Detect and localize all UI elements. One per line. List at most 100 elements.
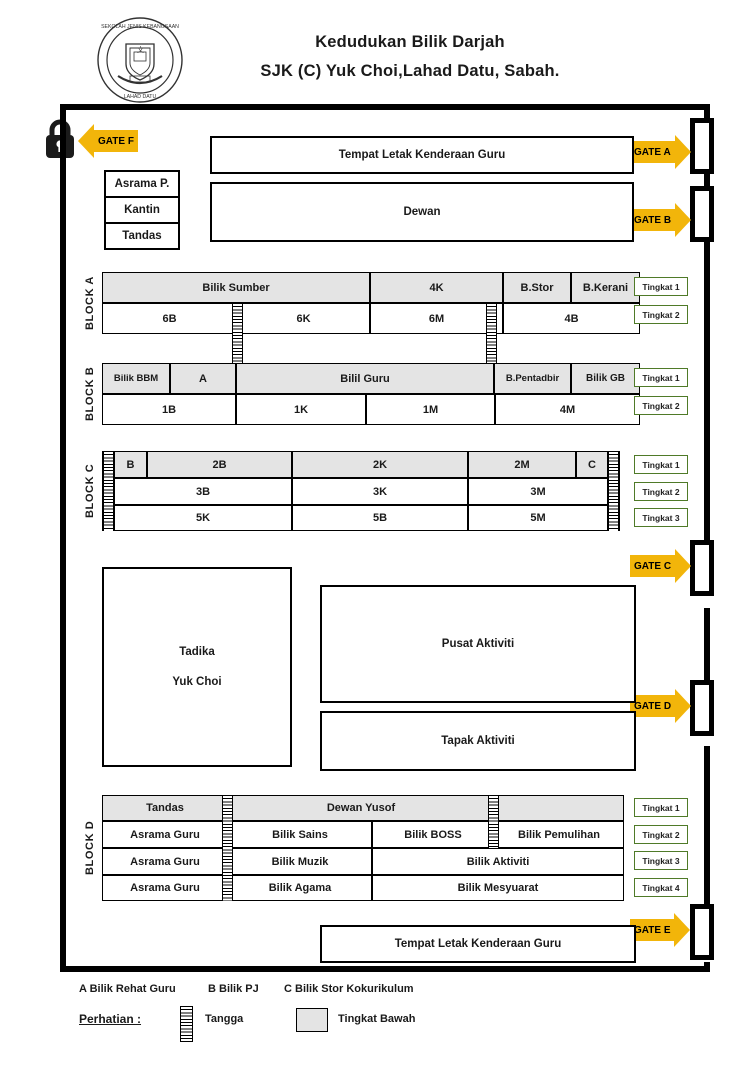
gate-d-label: GATE D [630,695,676,717]
block-d-tingkat-1: Tingkat 1 [634,798,688,817]
gate-c[interactable]: GATE C [630,549,692,583]
block-d-tingkat-4: Tingkat 4 [634,878,688,897]
cell-label: 2M [514,458,530,471]
block-c-r3-c3: 5M [468,505,608,531]
dewan-hall: Dewan [210,182,634,242]
boundary-wall-right-4 [704,608,710,682]
cell-label: 1B [161,403,177,416]
block-b-r2-c1: 1B [102,394,236,425]
gate-b[interactable]: GATE B [630,203,692,237]
block-d-tingkat-3: Tingkat 3 [634,851,688,870]
cell-label: A [199,372,207,385]
block-a-side-label: BLOCK A [84,276,96,330]
cell-label: Asrama Guru [130,882,200,894]
block-c-tingkat-1: Tingkat 1 [634,455,688,474]
block-b-r2-c2: 1K [236,394,366,425]
cell-label: Bilik Mesyuarat [457,882,539,894]
block-c-r2-c1: 3B [114,478,292,505]
block-c-r2-c3: 3M [468,478,608,505]
cell-label: Tandas [146,802,184,814]
boundary-wall-left [60,104,66,972]
tangga-a2 [486,303,497,366]
block-d-r2-c1: Asrama Guru [102,821,228,848]
gate-b-arrow-icon [675,203,692,237]
gate-f[interactable]: GATE F [78,124,138,158]
gate-opening-b [690,186,714,242]
cell-label: Bilik BOSS [404,828,462,841]
tadika-label-line2: Yuk Choi [172,676,222,688]
boundary-wall-bottom [60,966,710,972]
parking-bottom-label: Tempat Letak Kenderaan Guru [394,937,562,950]
block-a-tingkat-1: Tingkat 1 [634,277,688,296]
cell-label: Bilik Muzik [271,855,329,868]
parking-top-label: Tempat Letak Kenderaan Guru [338,148,506,161]
cell-label: 3B [195,485,211,498]
cell-label: Bilik Agama [268,882,332,894]
block-a-r2-c3: 6M [370,303,503,334]
block-a-r2-c1: 6B [102,303,237,334]
gate-opening-c [690,540,714,596]
dewan-label: Dewan [403,205,441,218]
legend-tingkat-bawah-label: Tingkat Bawah [338,1013,416,1025]
tapak-aktiviti-label: Tapak Aktiviti [441,734,515,747]
cell-label: Bilik Aktiviti [466,855,530,868]
block-d-r1-c1: Tandas [102,795,228,821]
cell-label: Bilil Guru [340,372,390,385]
tadika-building: Tadika Yuk Choi [102,567,292,767]
legend-abbrev-c: C Bilik Stor Kokurikulum [284,983,414,995]
block-d-side-label: BLOCK D [84,820,96,876]
pusat-aktiviti: Pusat Aktiviti [320,585,636,703]
block-b-side-label: BLOCK B [84,366,96,422]
gate-a-arrow-icon [674,135,691,169]
gate-opening-d [690,680,714,736]
gate-c-arrow-icon [675,549,692,583]
cell-label: 5M [530,512,546,524]
tingkat-label: Tingkat 1 [642,802,680,813]
block-b-r1-c5: Bilik GB [571,363,640,394]
gate-c-label: GATE C [630,555,676,577]
svg-text:SEKOLAH JENIS KEBANGSAAN: SEKOLAH JENIS KEBANGSAAN [101,24,179,30]
gate-e[interactable]: GATE E [630,913,691,947]
block-b-r1-c3: Bilil Guru [236,363,494,394]
block-b-r2-c3: 1M [366,394,495,425]
block-c-r1-c2: 2B [147,451,292,478]
block-d-r1-c3 [494,795,624,821]
block-c-side-label: BLOCK C [84,463,96,519]
gate-a[interactable]: GATE A [630,135,691,169]
block-b-tingkat-2: Tingkat 2 [634,396,688,415]
cell-label: 2K [372,458,388,471]
boundary-wall-right-1 [704,104,710,120]
asrama-p-label: Asrama P. [114,177,170,190]
tingkat-label: Tingkat 4 [642,882,680,893]
cell-label: 3M [530,485,546,498]
cell-label: B [126,458,135,471]
block-d-r2-c4: Bilik Pemulihan [494,821,624,848]
block-c-r2-c2: 3K [292,478,468,505]
cell-label: 5K [195,512,211,524]
gate-f-label: GATE F [94,130,138,152]
tingkat-label: Tingkat 3 [642,855,680,866]
block-c-r1-c3: 2K [292,451,468,478]
cell-label: 6K [296,312,311,325]
tapak-aktiviti: Tapak Aktiviti [320,711,636,771]
legend-perhatian-label: Perhatian : [79,1012,142,1026]
block-b-r2-c4: 4M [495,394,640,425]
gate-d[interactable]: GATE D [630,689,692,723]
block-d-tingkat-2: Tingkat 2 [634,825,688,844]
block-d-r3-c1: Asrama Guru [102,848,228,875]
block-d-r2-c3: Bilik BOSS [372,821,494,848]
cell-label: Dewan Yusof [326,802,396,814]
block-b-tingkat-1: Tingkat 1 [634,368,688,387]
block-d-r4-c3: Bilik Mesyuarat [372,875,624,901]
block-a-r2-c2: 6K [237,303,370,334]
tangga-c-left [103,451,114,531]
cell-label: Bilik Sains [272,828,328,841]
boundary-wall-right-3 [704,240,710,542]
cell-label: 4M [559,403,576,416]
legend-abbrev-a: A Bilik Rehat Guru [79,983,176,995]
block-c-tingkat-3: Tingkat 3 [634,508,688,527]
tadika-label-line1: Tadika [179,645,215,658]
cell-label: Bilik Pemulihan [518,828,600,841]
legend-tingkat-bawah-swatch [296,1008,328,1032]
tingkat-label: Tingkat 1 [642,459,680,470]
